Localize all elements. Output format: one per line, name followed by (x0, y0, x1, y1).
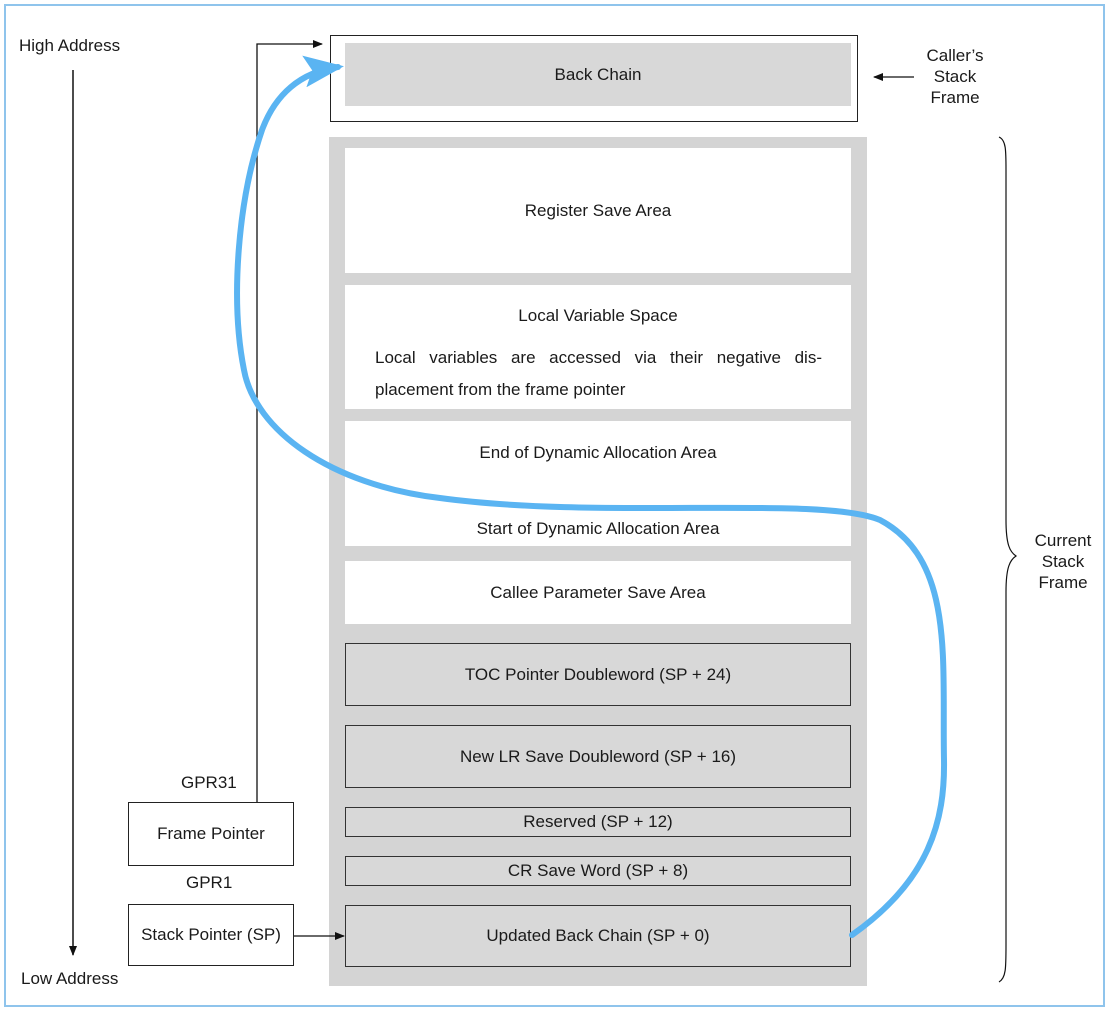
back-chain-curve (234, 55, 948, 938)
gpr31-label: GPR31 (181, 773, 237, 792)
new-lr-save-doubleword: New LR Save Doubleword (SP + 16) (345, 725, 851, 788)
stack-pointer-label: Stack Pointer (SP) (141, 925, 281, 944)
current-label-line3: Frame (1038, 573, 1088, 592)
callee-parameter-label: Callee Parameter Save Area (490, 582, 706, 602)
toc-pointer-label: TOC Pointer Doubleword (SP + 24) (464, 664, 732, 684)
gpr1-label: GPR1 (186, 873, 233, 892)
updated-back-chain: Updated Back Chain (SP + 0) (345, 905, 851, 967)
caller-stack-frame-label: Caller’s Stack Frame (912, 45, 998, 108)
low-address-label: Low Address (21, 969, 119, 988)
frame-pointer-label: Frame Pointer (157, 824, 265, 843)
back-chain-label: Back Chain (554, 64, 642, 84)
caller-label-line2: Stack (933, 67, 977, 86)
register-save-area: Register Save Area (345, 148, 851, 273)
local-variable-space-label: Local Variable Space (518, 306, 678, 325)
figure-border (4, 4, 1105, 1007)
stack-pointer-box: Stack Pointer (SP) (128, 904, 294, 966)
toc-pointer-doubleword: TOC Pointer Doubleword (SP + 24) (345, 643, 851, 706)
updated-back-chain-label: Updated Back Chain (SP + 0) (486, 926, 710, 945)
caller-label-line1: Caller’s (926, 46, 984, 65)
current-frame-brace (998, 136, 1018, 983)
frame-pointer-box: Frame Pointer (128, 802, 294, 866)
local-variable-space: Local Variable Space (345, 285, 851, 409)
current-label-line2: Stack (1041, 552, 1085, 571)
callee-parameter-save-area: Callee Parameter Save Area (345, 561, 851, 624)
current-stack-frame-label: Current Stack Frame (1022, 530, 1104, 593)
new-lr-label: New LR Save Doubleword (SP + 16) (459, 746, 737, 766)
frame-pointer-arrow (256, 40, 323, 802)
reserved-word: Reserved (SP + 12) (345, 807, 851, 837)
back-chain-block: Back Chain (345, 43, 851, 106)
local-variable-note: Local variables are accessed via their n… (375, 348, 822, 399)
high-address-label: High Address (19, 36, 121, 55)
end-dynamic-allocation-label: End of Dynamic Allocation Area (479, 443, 717, 462)
cr-save-label: CR Save Word (SP + 8) (507, 861, 689, 880)
register-save-area-label: Register Save Area (524, 200, 672, 220)
current-label-line1: Current (1034, 531, 1092, 550)
start-dynamic-allocation-label: Start of Dynamic Allocation Area (476, 519, 720, 538)
reserved-label: Reserved (SP + 12) (523, 812, 673, 831)
caller-label-line3: Frame (930, 88, 980, 107)
dynamic-allocation-area (345, 421, 851, 546)
cr-save-word: CR Save Word (SP + 8) (345, 856, 851, 886)
